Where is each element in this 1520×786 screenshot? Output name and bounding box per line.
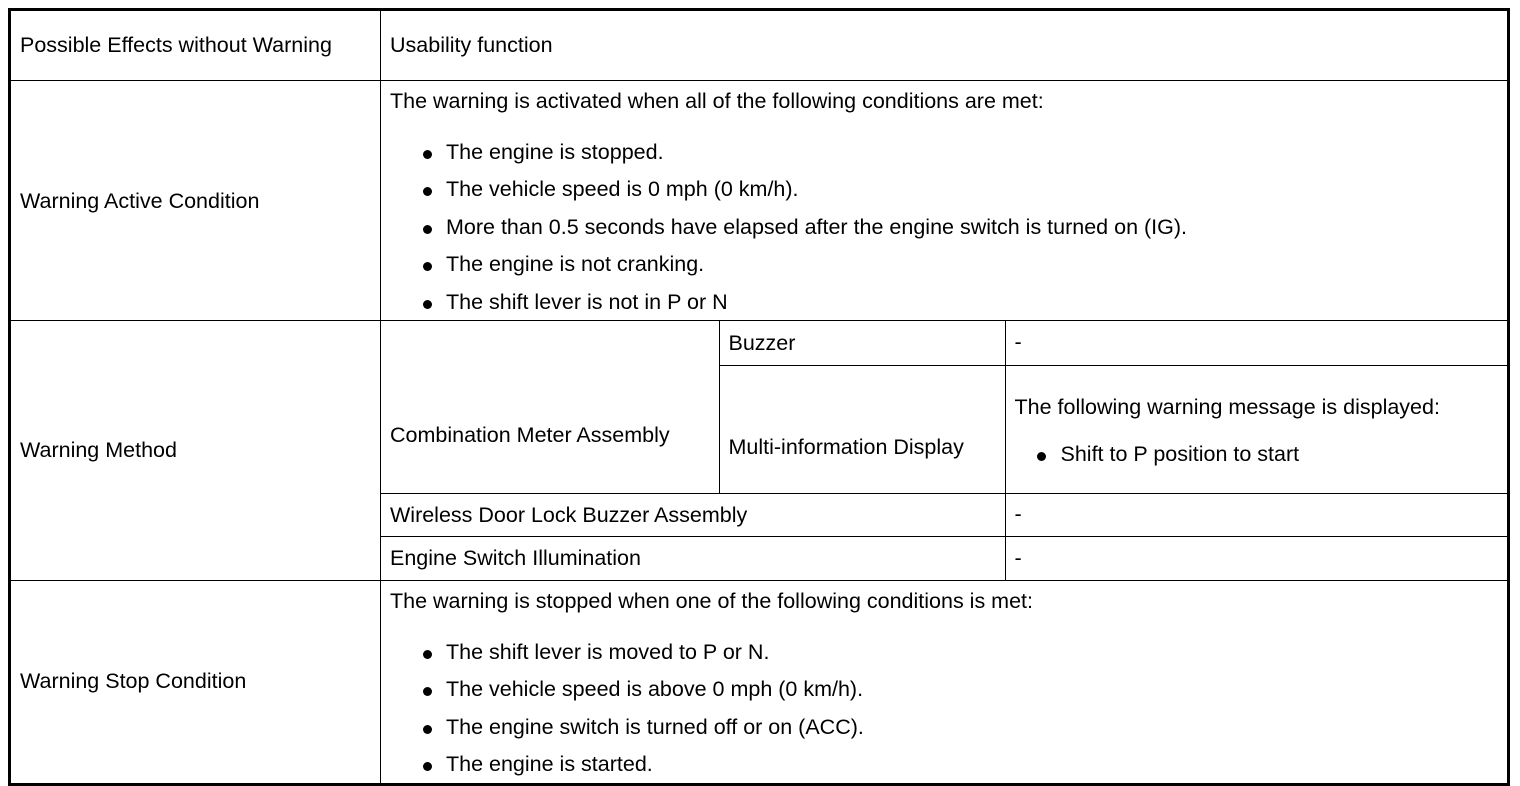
component-label-engine-switch-illumination: Engine Switch Illumination (390, 546, 641, 571)
row-label-cell-warning-stop-condition: Warning Stop Condition (9, 579, 381, 785)
sub-item-cell-buzzer: Buzzer (718, 321, 1006, 366)
warning-active-lead-text: The warning is activated when all of the… (390, 89, 1044, 113)
component-value-engine-switch-illumination: - (1014, 545, 1022, 570)
component-value-cell-wireless-door-lock-buzzer: - (1004, 492, 1509, 538)
row-value-cell-warning-stop-condition: The warning is stopped when one of the f… (380, 579, 1509, 785)
list-item-text: The shift lever is moved to P or N. (446, 639, 770, 664)
document-page: Possible Effects without Warning Usabili… (8, 8, 1510, 786)
component-cell-engine-switch-illumination: Engine Switch Illumination (381, 536, 1006, 580)
sub-item-value-cell-buzzer: - (1004, 321, 1509, 366)
sub-item-value-buzzer: - (1014, 330, 1022, 355)
component-label-combination-meter: Combination Meter Assembly (390, 422, 670, 447)
table-row-possible-effects: Possible Effects without Warning Usabili… (9, 9, 1509, 81)
warning-stop-bullet-list: The shift lever is moved to P or N. The … (390, 639, 1498, 777)
list-item-text: Shift to P position to start (1060, 441, 1300, 466)
sub-item-label-buzzer: Buzzer (728, 331, 796, 355)
warning-method-row-engine-switch-illumination: Engine Switch Illumination - (381, 536, 1509, 580)
sub-item-value-cell-multi-information-display: The following warning message is display… (1004, 364, 1509, 494)
component-cell-combination-meter: Combination Meter Assembly (381, 321, 720, 494)
bullet-dot-icon (423, 687, 432, 697)
component-value-wireless-door-lock-buzzer: - (1014, 502, 1022, 527)
list-item-text: The engine switch is turned off or on (A… (446, 714, 864, 739)
bullet-dot-icon (423, 649, 432, 659)
row-value-cell-possible-effects: Usability function (380, 9, 1509, 81)
component-label-wireless-door-lock-buzzer: Wireless Door Lock Buzzer Assembly (390, 502, 748, 527)
list-item: The engine is not cranking. (390, 254, 1498, 276)
bullet-dot-icon (423, 224, 432, 234)
bullet-dot-icon (423, 187, 432, 197)
table-row-warning-method: Warning Method Combination Meter Asse (9, 320, 1509, 581)
list-item: The engine switch is turned off or on (A… (390, 714, 1498, 739)
row-label-warning-stop-condition: Warning Stop Condition (20, 669, 247, 694)
list-item: The shift lever is moved to P or N. (390, 639, 1498, 664)
bullet-dot-icon (423, 299, 432, 309)
sub-item-label-multi-information-display: Multi-information Display (728, 435, 964, 460)
list-item: Shift to P position to start (1015, 441, 1501, 466)
warning-active-bullet-list: The engine is stopped. The vehicle speed… (390, 139, 1498, 314)
list-item: The shift lever is not in P or N (390, 289, 1498, 314)
specification-table: Possible Effects without Warning Usabili… (8, 8, 1510, 786)
table-row-warning-active-condition: Warning Active Condition The warning is … (9, 79, 1509, 322)
warning-method-container-cell: Combination Meter Assembly Buzzer - (380, 320, 1509, 581)
table-row-warning-stop-condition: Warning Stop Condition The warning is st… (9, 579, 1509, 785)
list-item-text: The vehicle speed is 0 mph (0 km/h). (446, 177, 799, 202)
row-label-cell-possible-effects: Possible Effects without Warning (9, 9, 381, 81)
warning-method-row-multi-information-display: Multi-information Display The following … (381, 364, 1509, 494)
row-label-warning-active-condition: Warning Active Condition (20, 188, 260, 213)
list-item: The vehicle speed is 0 mph (0 km/h). (390, 179, 1498, 201)
warning-stop-lead-text: The warning is stopped when one of the f… (390, 588, 1033, 613)
bullet-dot-icon (423, 262, 432, 272)
warning-method-row-buzzer: Combination Meter Assembly Buzzer - (381, 321, 1509, 494)
bullet-dot-icon (423, 762, 432, 772)
component-cell-wireless-door-lock-buzzer: Wireless Door Lock Buzzer Assembly (381, 492, 1006, 538)
multi-information-display-lead-text: The following warning message is display… (1014, 394, 1440, 419)
list-item-text: The shift lever is not in P or N (446, 289, 728, 314)
row-value-possible-effects: Usability function (390, 33, 553, 58)
warning-method-row-wireless-door-lock-buzzer: Wireless Door Lock Buzzer Assembly - (381, 492, 1509, 538)
row-label-warning-method: Warning Method (20, 438, 177, 463)
list-item-text: The engine is not cranking. (446, 252, 705, 277)
row-label-cell-warning-method: Warning Method (9, 320, 381, 581)
warning-method-inner-table: Combination Meter Assembly Buzzer - (381, 321, 1509, 580)
row-label-cell-warning-active-condition: Warning Active Condition (9, 79, 381, 322)
row-label-possible-effects: Possible Effects without Warning (20, 33, 332, 58)
bullet-dot-icon (423, 149, 432, 159)
list-item: The vehicle speed is above 0 mph (0 km/h… (390, 677, 1498, 702)
list-item: More than 0.5 seconds have elapsed after… (390, 214, 1498, 239)
list-item-text: The engine is started. (446, 752, 653, 777)
list-item: The engine is stopped. (390, 139, 1498, 164)
list-item-text: The vehicle speed is above 0 mph (0 km/h… (446, 677, 864, 702)
row-value-cell-warning-active-condition: The warning is activated when all of the… (380, 79, 1509, 322)
list-item: The engine is started. (390, 752, 1498, 777)
component-value-cell-engine-switch-illumination: - (1004, 536, 1509, 580)
bullet-dot-icon (423, 724, 432, 734)
list-item-text: More than 0.5 seconds have elapsed after… (446, 214, 1187, 239)
list-item-text: The engine is stopped. (446, 139, 664, 164)
sub-item-cell-multi-information-display: Multi-information Display (718, 364, 1006, 494)
bullet-dot-icon (1036, 451, 1046, 461)
multi-information-display-bullet-list: Shift to P position to start (1015, 441, 1501, 466)
